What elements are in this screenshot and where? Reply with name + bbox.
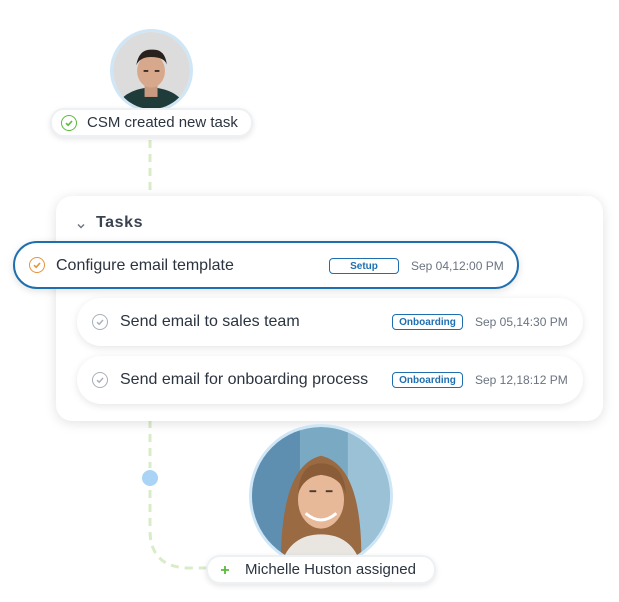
task-tag: Setup [329,258,399,274]
task-date: Sep 05,14:30 PM [475,315,568,329]
event-text: CSM created new task [87,114,238,131]
chevron-down-icon[interactable] [76,218,86,229]
tasks-title: Tasks [96,214,144,231]
avatar [249,424,393,568]
assignee-name[interactable]: Michelle Huston [245,561,352,578]
check-circle-icon[interactable] [92,372,108,388]
task-tag: Onboarding [392,314,463,330]
avatar [110,29,193,112]
check-circle-icon [61,114,77,131]
task-title: Send email for onboarding process [120,371,369,388]
task-row[interactable]: Send email for onboarding process Onboar… [77,356,583,404]
task-date: Sep 12,18:12 PM [475,373,568,387]
task-row[interactable]: Send email to sales team Onboarding Sep … [77,298,583,346]
task-tag: Onboarding [392,372,463,388]
task-row[interactable]: Configure email template Setup Sep 04,12… [13,241,519,289]
task-assigned-event: Michelle Huston assigned [206,555,436,584]
tasks-header[interactable]: Tasks [76,212,143,234]
task-title: Configure email template [56,257,234,274]
task-title: Send email to sales team [120,313,300,330]
plus-icon [217,562,233,578]
task-created-event: CSM created new task [50,108,253,137]
timeline-dot [140,468,160,488]
check-circle-icon[interactable] [92,314,108,330]
assigned-text: assigned [351,561,416,578]
task-date: Sep 04,12:00 PM [411,259,504,273]
check-circle-icon[interactable] [29,257,45,273]
